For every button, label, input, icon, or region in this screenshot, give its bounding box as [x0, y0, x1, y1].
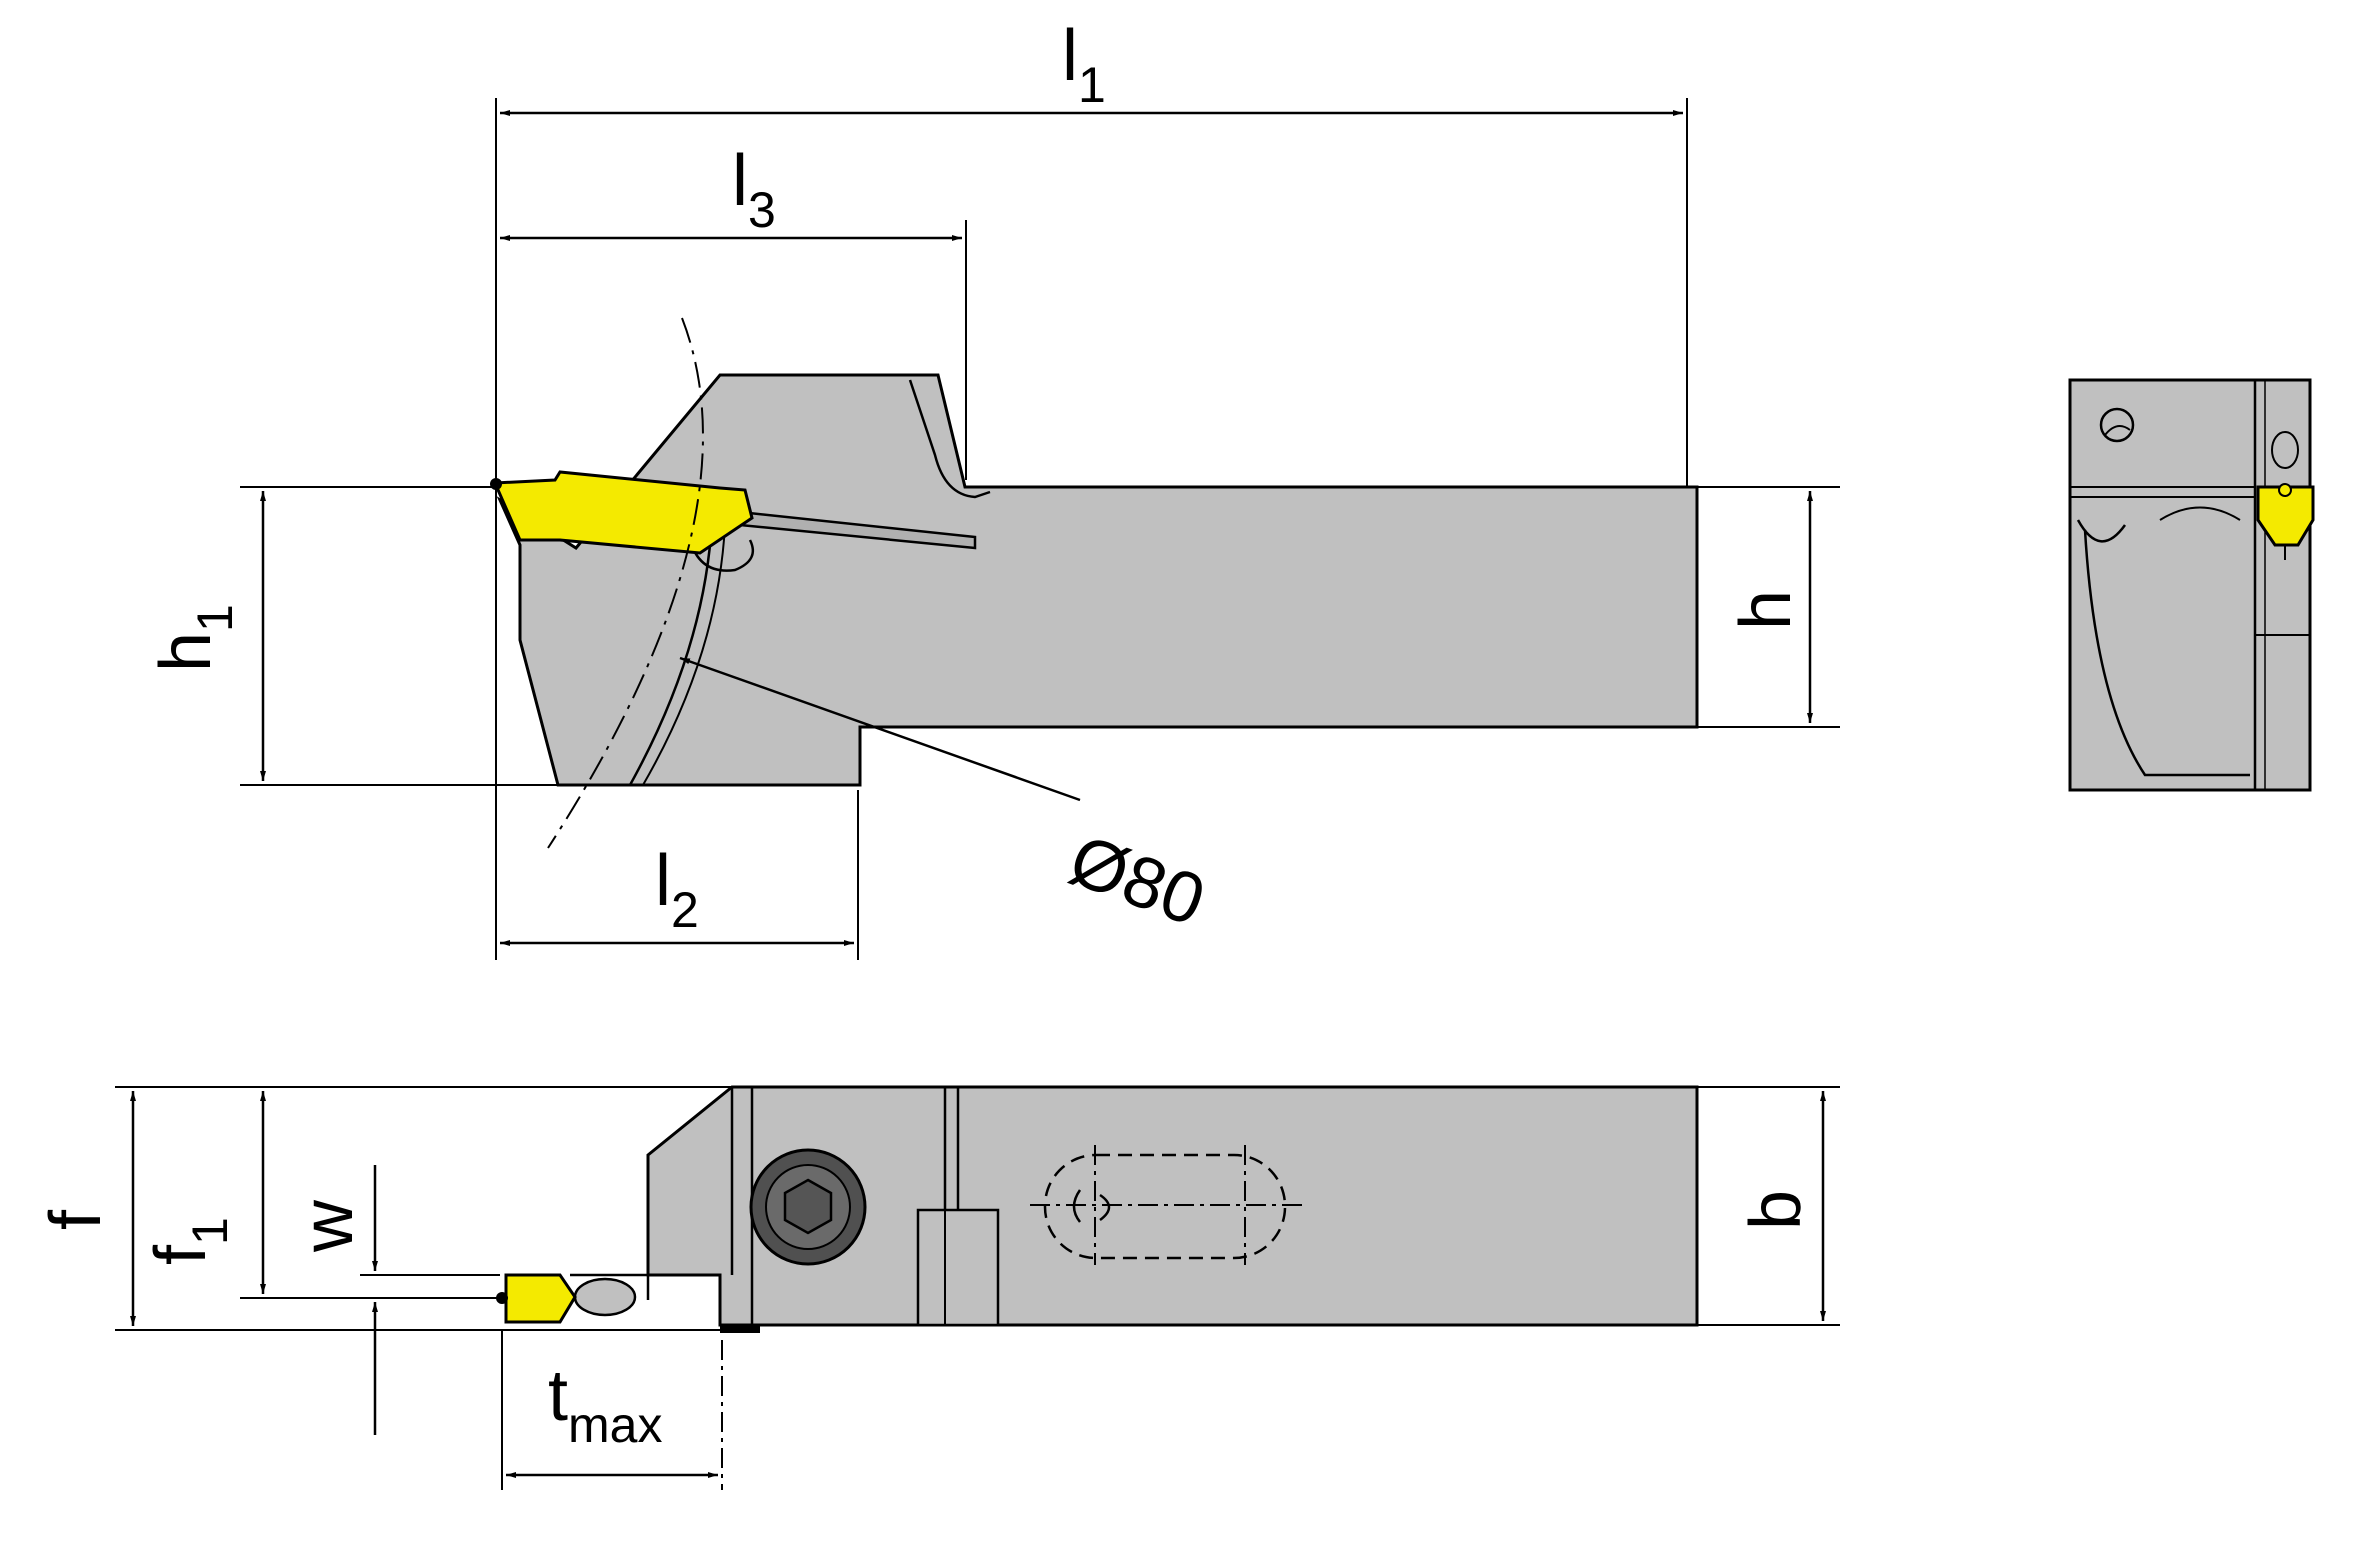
label-f: f	[36, 1209, 116, 1230]
blade-curve-inner	[642, 524, 726, 786]
end-view-hole	[2099, 407, 2135, 443]
label-l3: l3	[732, 141, 776, 238]
chip-pocket	[573, 1277, 637, 1317]
diameter-arc	[547, 317, 704, 849]
hidden-slot	[1043, 1153, 1287, 1260]
insert-top	[504, 1273, 577, 1324]
side-dimension-lines	[260, 110, 1813, 946]
label-h1: h1	[146, 604, 243, 672]
label-w: w	[288, 1199, 368, 1253]
hex-socket	[783, 1178, 833, 1235]
label-l2: l2	[655, 841, 699, 938]
holder-notch	[908, 379, 991, 499]
top-view	[496, 1085, 1699, 1333]
end-view	[2068, 378, 2315, 792]
end-view-body	[2068, 378, 2312, 792]
side-view: Ø80	[490, 317, 1699, 942]
insert-pocket	[688, 539, 755, 572]
label-f1: f1	[141, 1217, 238, 1265]
label-tmax: tmax	[548, 1356, 662, 1453]
insert-side	[492, 470, 754, 555]
blade-curve	[628, 519, 714, 786]
clamp-block	[916, 1208, 1000, 1327]
holder-body-side	[496, 373, 1699, 787]
end-view-insert	[2256, 485, 2315, 547]
label-l1: l1	[1062, 16, 1106, 113]
diameter-label: Ø80	[1060, 820, 1215, 942]
label-h: h	[1726, 590, 1806, 630]
top-extension-lines	[115, 1086, 1840, 1490]
end-view-curve	[2083, 529, 2250, 777]
top-dimension-lines	[130, 1091, 1826, 1478]
diameter-leader	[679, 656, 1081, 802]
label-b: b	[1736, 1190, 1816, 1230]
side-extension-lines	[240, 98, 1840, 960]
